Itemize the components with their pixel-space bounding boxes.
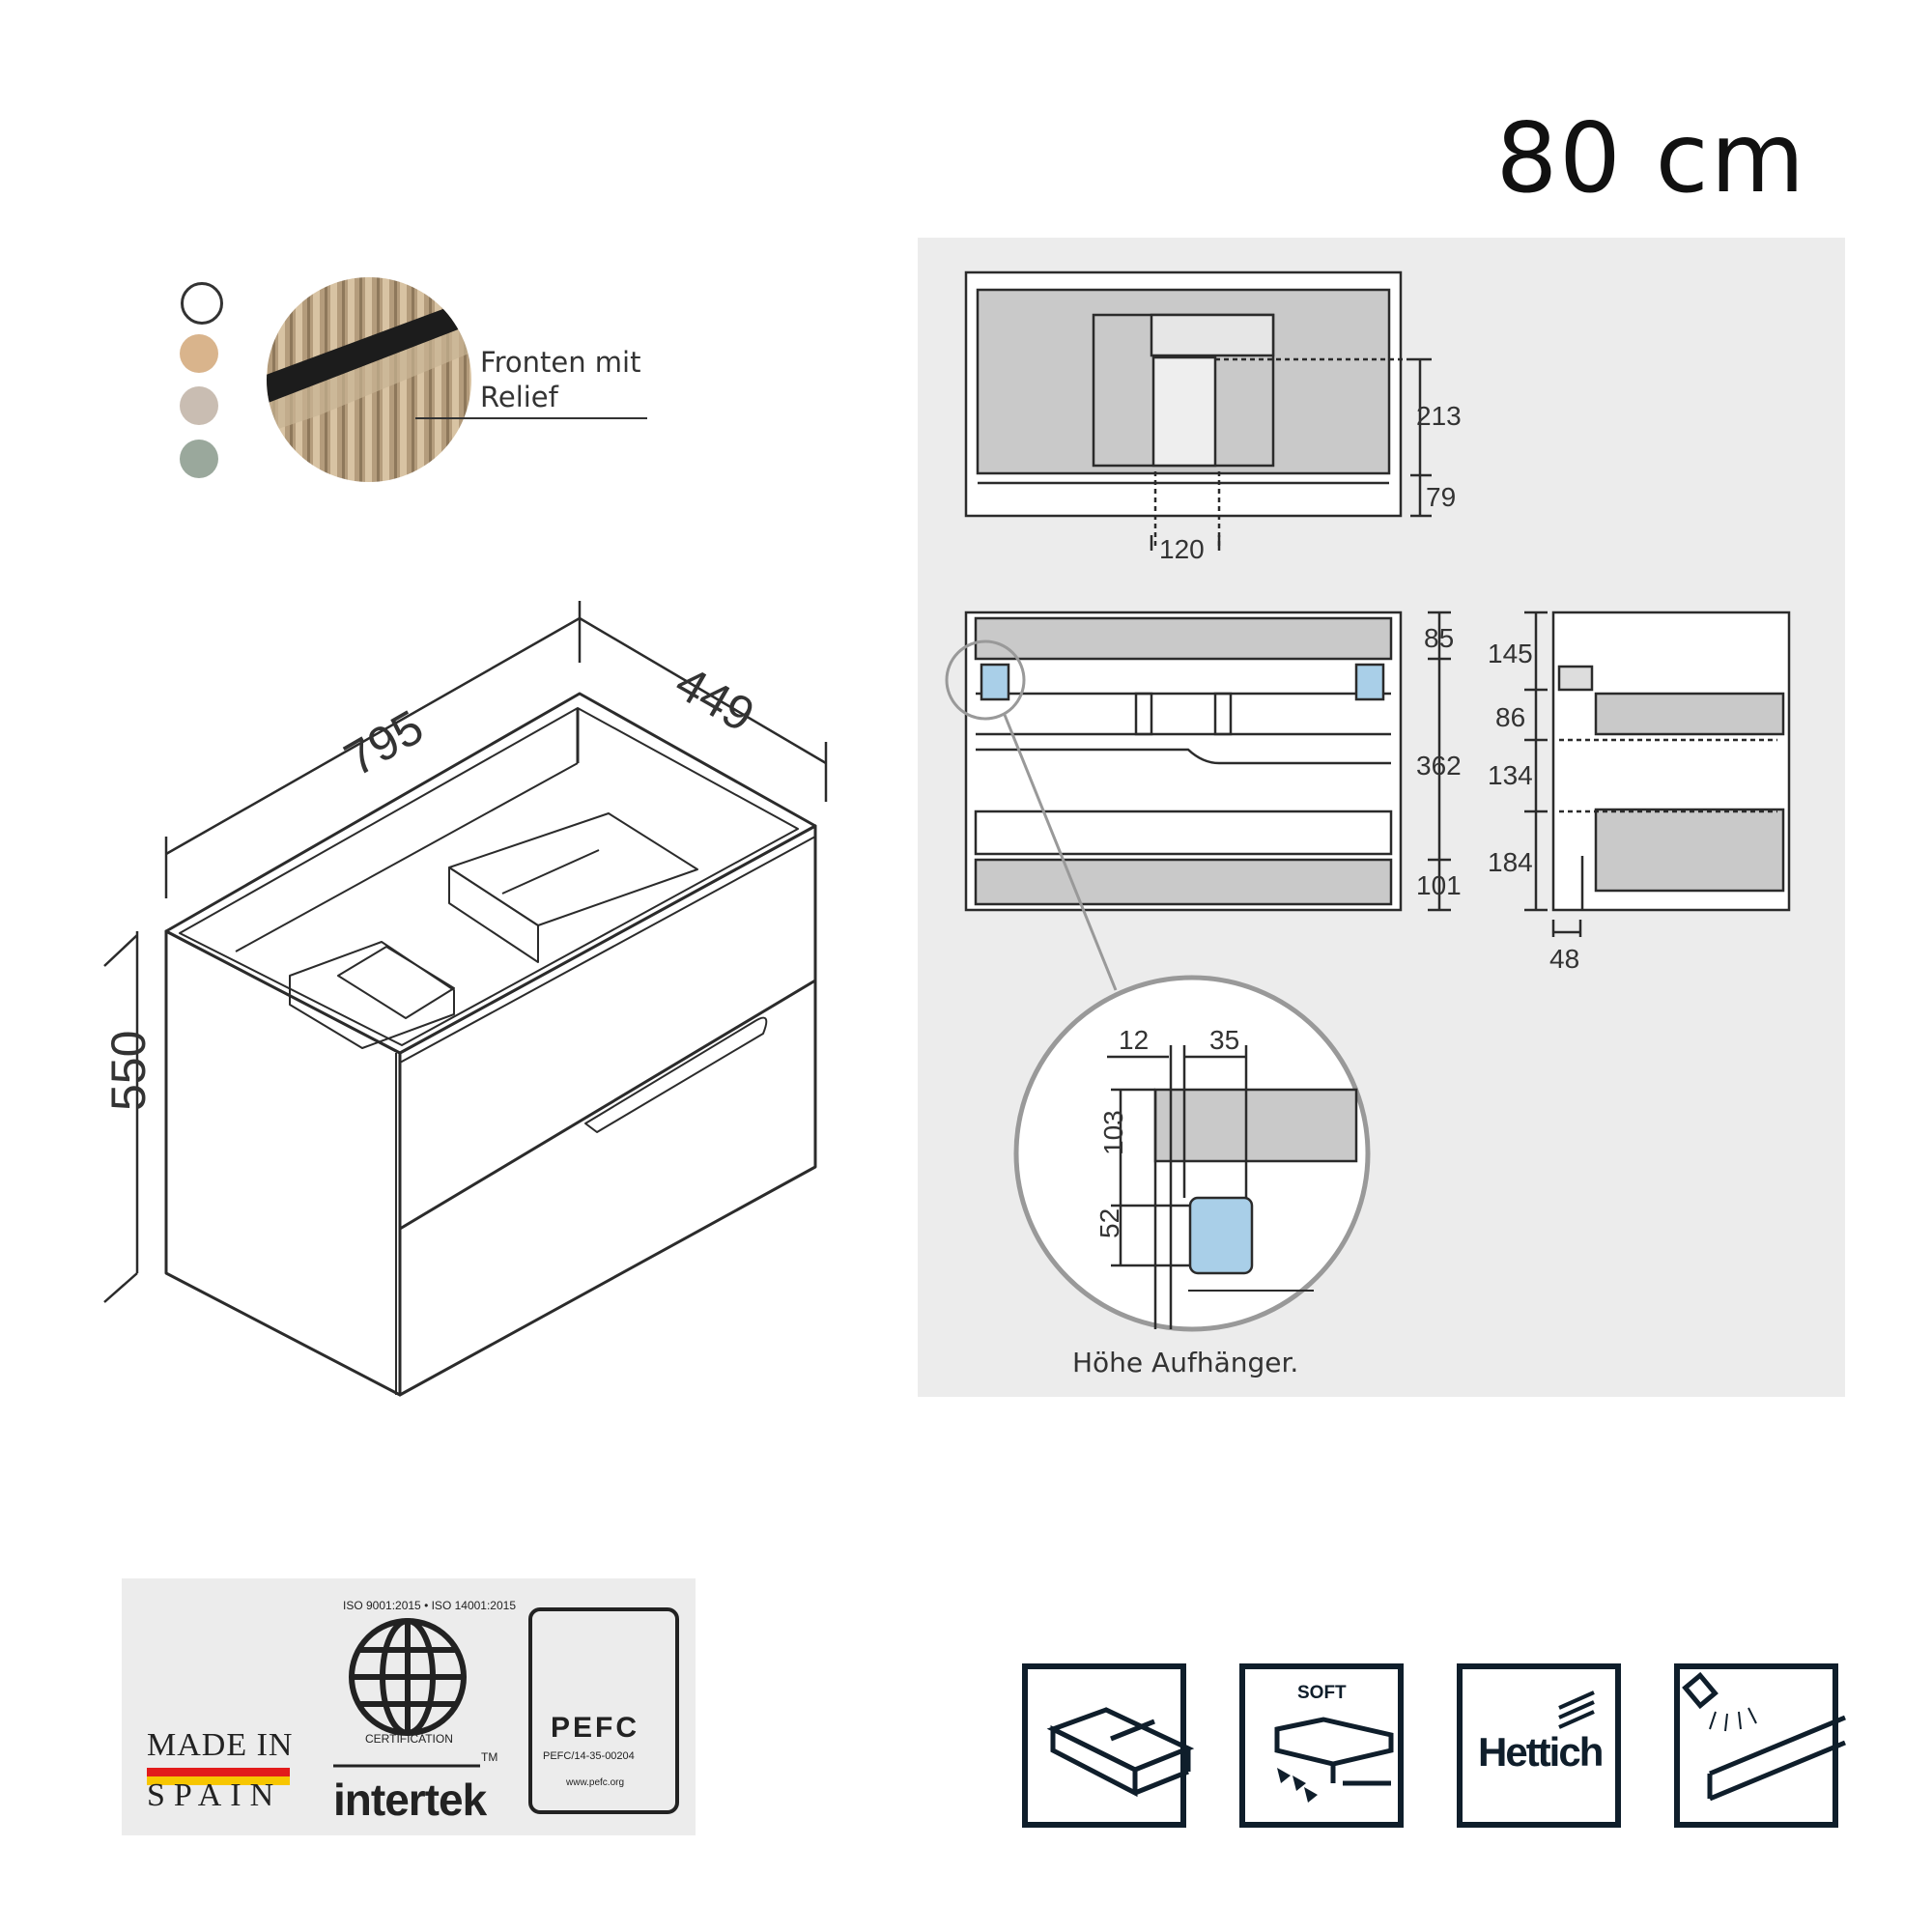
relief-label: Fronten mit Relief [480,345,640,414]
dim-86: 86 [1495,702,1525,732]
pefc-badge [528,1607,679,1814]
intertek-logo: intertek [333,1775,487,1825]
dim-79: 79 [1426,482,1456,512]
dim-213: 213 [1416,401,1462,431]
dim-48: 48 [1549,944,1579,974]
soft-close-feature [1239,1663,1404,1828]
dim-103: 103 [1098,1110,1128,1155]
hettich-feature [1457,1663,1621,1828]
relief-label-line1: Fronten mit [480,346,641,379]
hanger-caption: Höhe Aufhänger. [1072,1347,1299,1378]
made-in-text: MADE IN [147,1727,294,1763]
water-resistant-feature [1674,1663,1838,1828]
dim-height: 550 [101,1031,156,1111]
dim-120: 120 [1159,534,1205,564]
swatch-oak[interactable] [180,334,218,373]
pefc-web: www.pefc.org [566,1777,625,1788]
dim-362: 362 [1416,751,1462,781]
globe-icon [349,1618,467,1736]
dim-85: 85 [1424,623,1454,653]
soft-label: SOFT [1297,1683,1347,1703]
dim-52: 52 [1094,1208,1124,1238]
pefc-code: PEFC/14-35-00204 [543,1750,635,1762]
dim-145: 145 [1488,639,1533,668]
size-title: 80 cm [1495,101,1806,214]
tm-mark: TM [481,1750,498,1764]
hettich-logo: Hettich [1478,1729,1604,1775]
relief-label-line2: Relief [480,381,558,413]
dim-134: 134 [1488,760,1533,790]
iso-text: ISO 9001:2015 • ISO 14001:2015 [343,1599,517,1612]
certification-text: CERTIFICATION [365,1732,453,1746]
drawer-organizer-feature [1022,1663,1186,1828]
dim-184: 184 [1488,847,1533,877]
spain-text: SPAIN [147,1777,283,1813]
swatch-white[interactable] [181,282,223,325]
dim-101: 101 [1416,870,1462,900]
dim-12: 12 [1119,1025,1149,1055]
swatch-sage[interactable] [180,440,218,478]
swatch-taupe[interactable] [180,386,218,425]
pefc-label: PEFC [551,1712,640,1744]
dim-35: 35 [1209,1025,1239,1055]
